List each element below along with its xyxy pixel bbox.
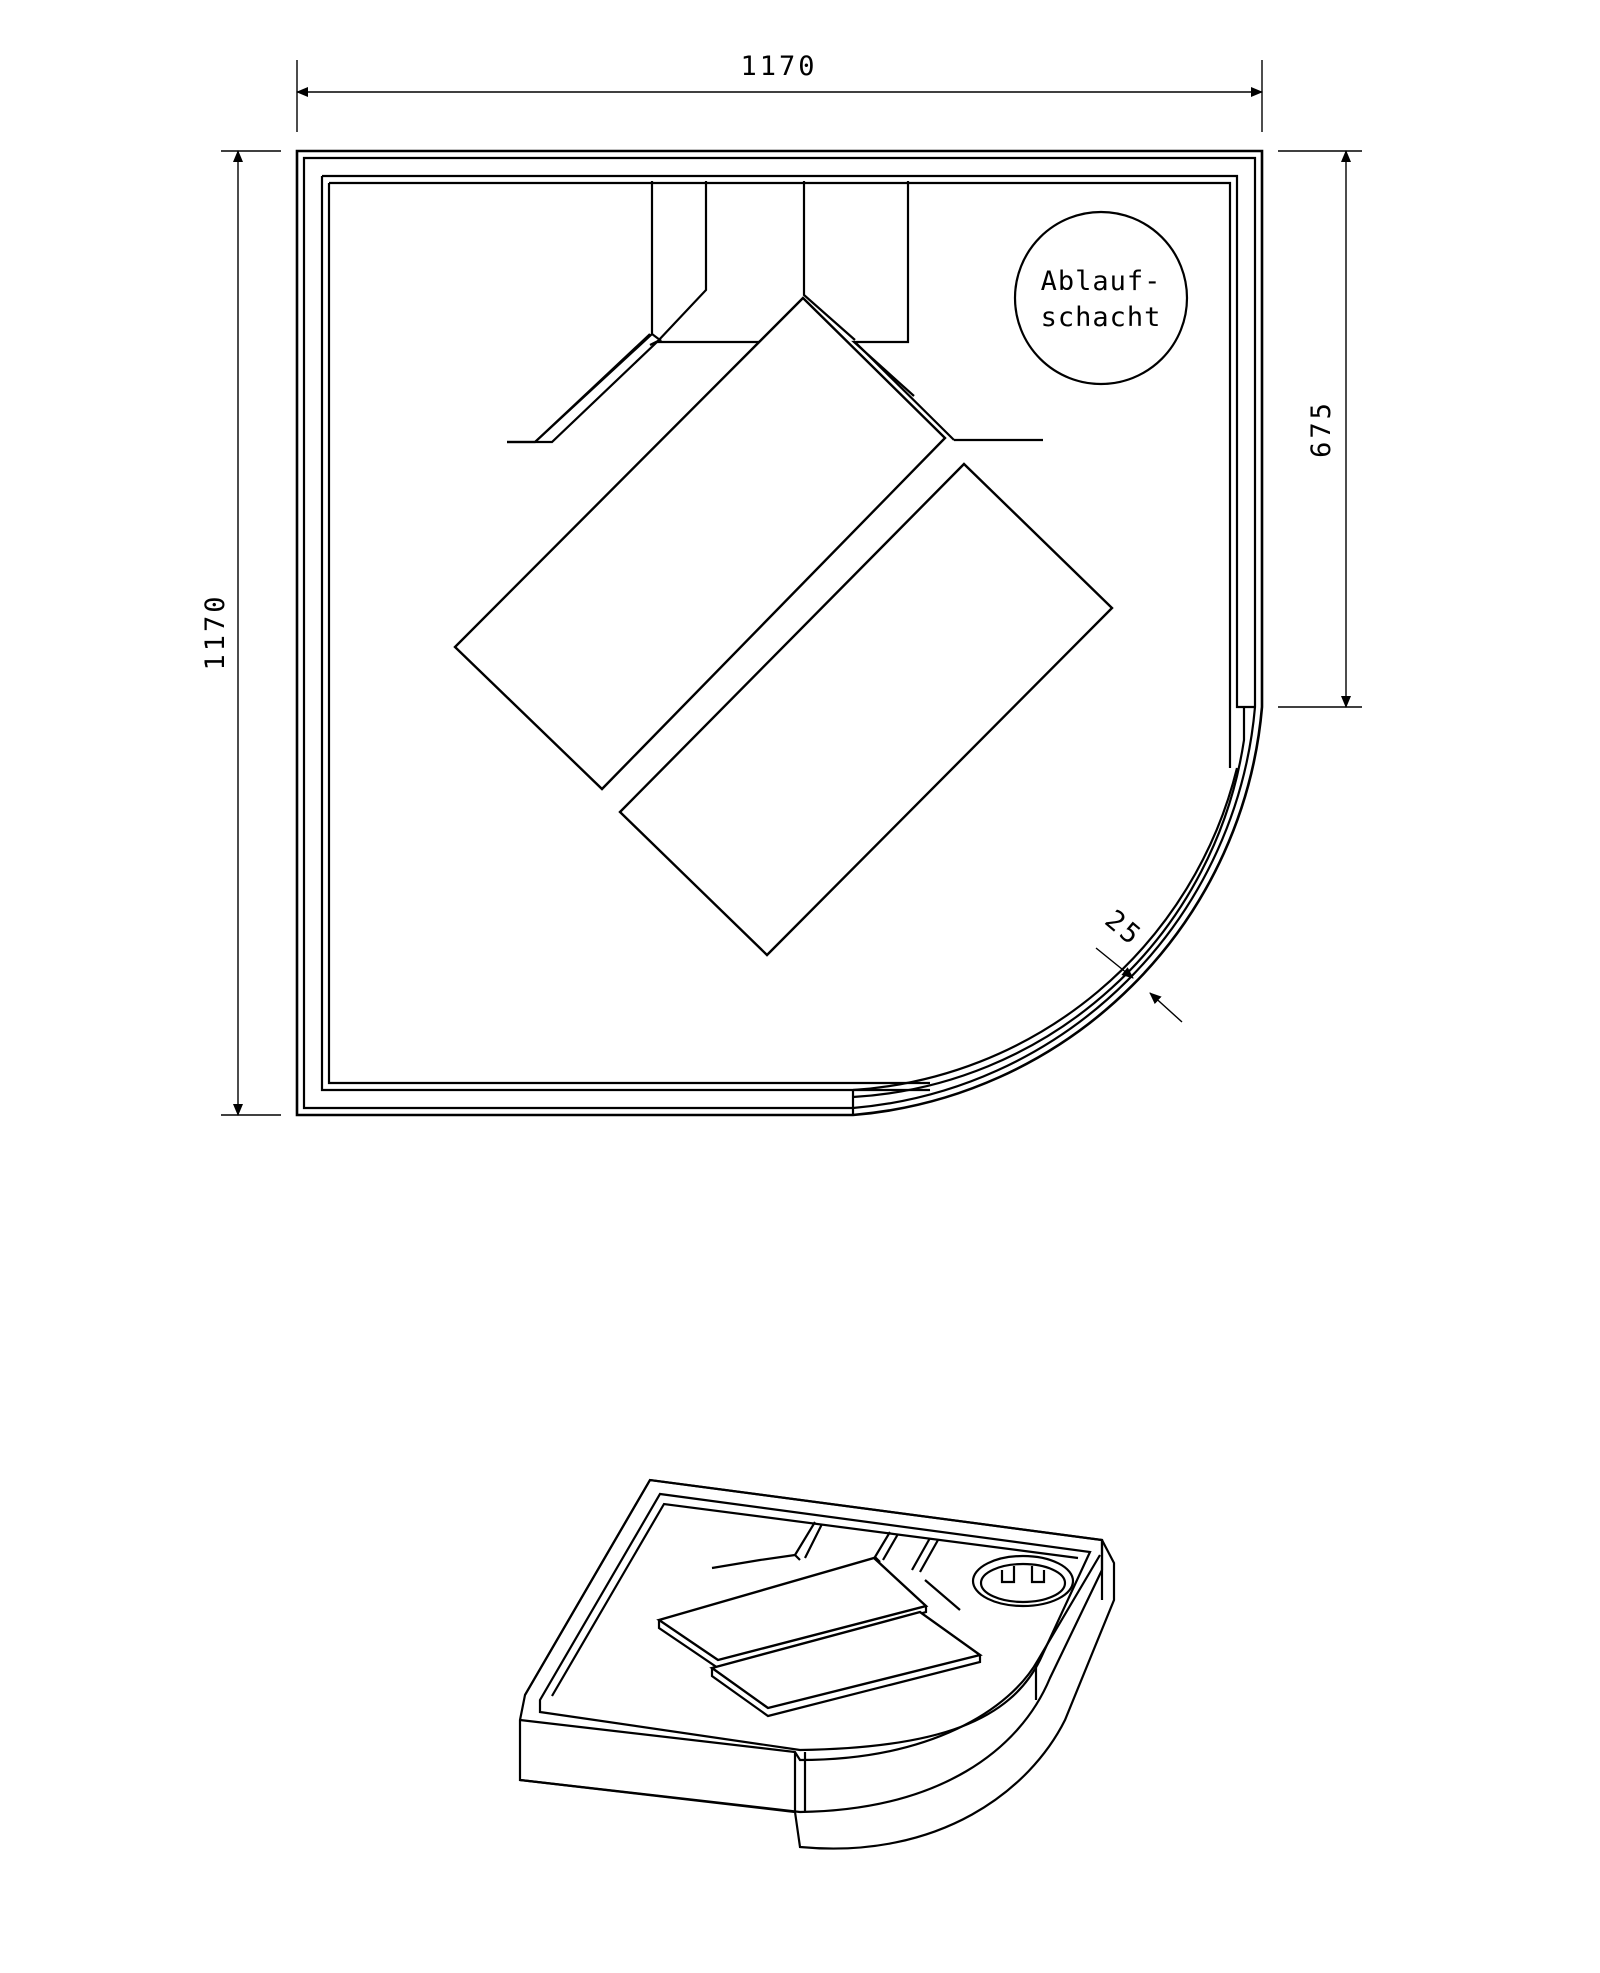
guide-left-inner	[534, 333, 651, 443]
dimension-top-width-label: 1170	[740, 51, 817, 82]
tray-rim-line-2	[329, 181, 1232, 768]
tray-outer-outline	[295, 149, 1264, 1117]
drain-channel-left	[507, 181, 708, 444]
iso-rim-top-line	[519, 1554, 1101, 1762]
iso-guide-left	[711, 1553, 796, 1570]
iso-guide-right	[924, 1579, 961, 1611]
tray-rim-left-2	[327, 183, 930, 1085]
tray-rim-curve	[852, 767, 1239, 1092]
dimension-left-height-label: 1170	[200, 593, 231, 670]
iso-seat-panel-lower-edge	[710, 1655, 982, 1718]
iso-rim-outer	[519, 1478, 1104, 1814]
iso-rim-inner	[538, 1492, 1092, 1752]
tray-rim-curve-2	[852, 707, 1246, 1099]
drain-shaft-circle	[1013, 210, 1189, 386]
tray-rim-left	[320, 176, 930, 1092]
tray-outer-inner-line	[302, 156, 1257, 1110]
iso-drain-inner	[979, 1562, 1067, 1604]
guide-left	[507, 341, 658, 444]
iso-base-outline	[518, 1478, 1116, 1850]
guide-right-inner	[854, 341, 955, 441]
iso-drain-outer	[971, 1554, 1075, 1608]
seat-panel-upper	[453, 296, 947, 791]
iso-channel-3	[911, 1537, 939, 1573]
plan-view: Ablauf- schacht 1170	[200, 51, 1362, 1117]
drain-label-line2: schacht	[1041, 302, 1162, 333]
dimension-top-width: 1170	[296, 51, 1263, 132]
iso-channel-2	[873, 1531, 899, 1563]
dimension-right-height-label: 675	[1306, 400, 1337, 458]
drain-channel-right	[802, 181, 915, 397]
iso-drain-slots	[1000, 1566, 1046, 1584]
iso-channel-1	[793, 1521, 823, 1561]
dimension-right-height: 675	[1278, 150, 1362, 708]
isometric-view	[518, 1478, 1116, 1850]
drain-channel-bottom	[649, 333, 761, 346]
dimension-left-height: 1170	[200, 150, 281, 1116]
iso-rim-inner-2	[551, 1502, 1079, 1697]
dimension-rim-width-label: 25	[1099, 904, 1148, 953]
drain-label-line1: Ablauf-	[1041, 266, 1162, 297]
tray-rim-line	[322, 174, 1255, 709]
seat-panel-lower	[618, 462, 1114, 957]
